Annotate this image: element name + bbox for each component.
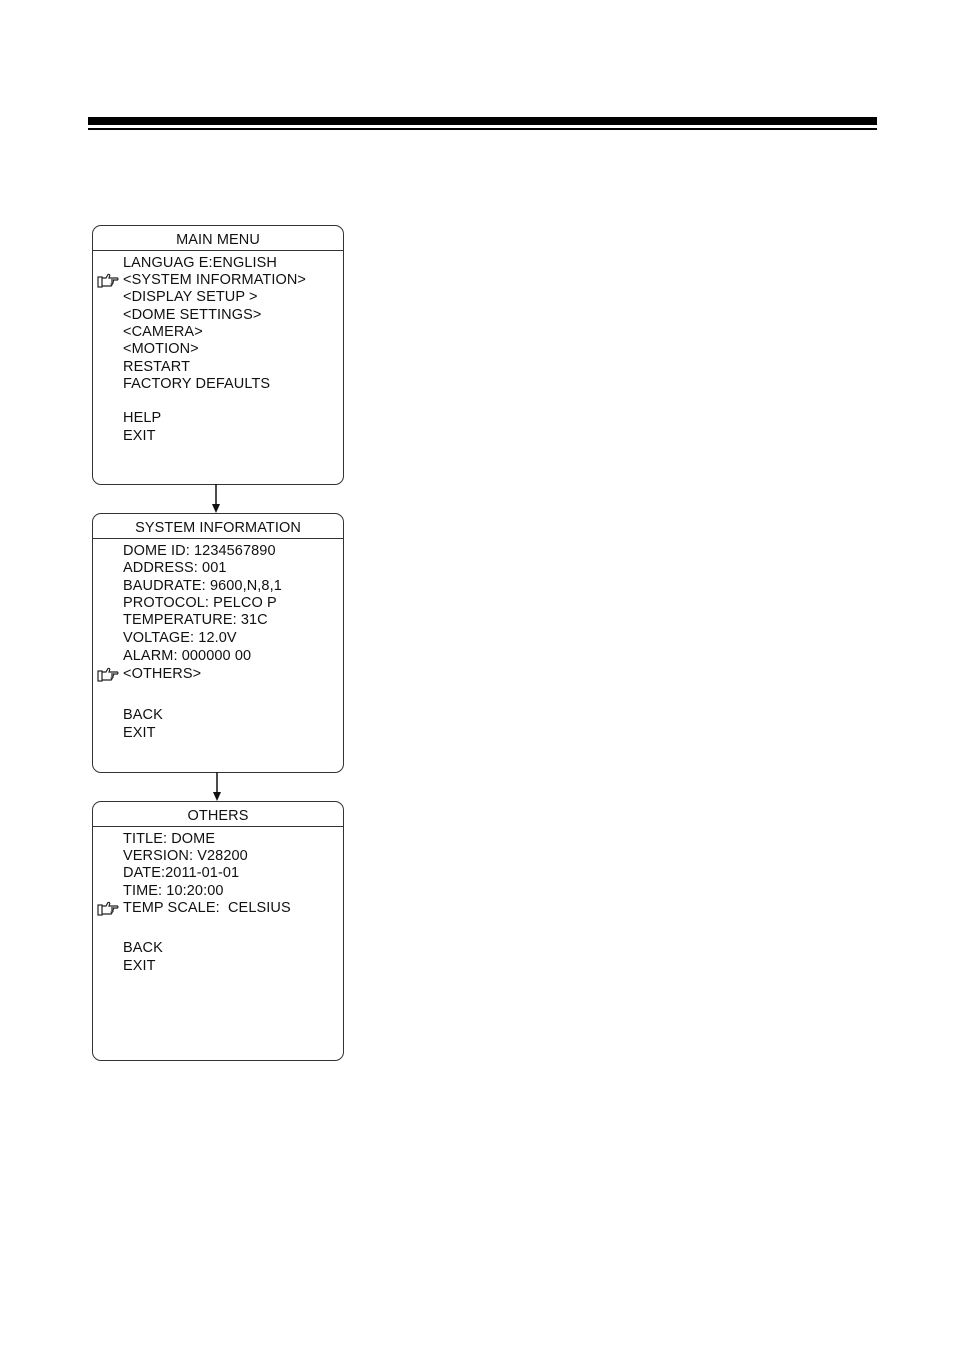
info-item-protocol: PROTOCOL: PELCO P — [123, 595, 277, 611]
menu-item-exit[interactable]: EXIT — [123, 428, 156, 444]
menu-item-display-setup[interactable]: <DISPLAY SETUP > — [123, 289, 258, 305]
menu-item-back[interactable]: BACK — [123, 940, 163, 956]
pointing-hand-icon — [97, 901, 119, 916]
others-panel: OTHERS TITLE: DOME VERSION: V28200 DATE:… — [92, 801, 344, 1061]
main-menu-panel: MAIN MENU LANGUAG E:ENGLISH <SYSTEM INFO… — [92, 225, 344, 485]
info-item-baudrate: BAUDRATE: 9600,N,8,1 — [123, 578, 282, 594]
menu-item-camera[interactable]: <CAMERA> — [123, 324, 203, 340]
pointing-hand-icon — [97, 667, 119, 682]
others-item-time: TIME: 10:20:00 — [123, 883, 224, 899]
menu-item-motion[interactable]: <MOTION> — [123, 341, 199, 357]
menu-item-dome-settings[interactable]: <DOME SETTINGS> — [123, 307, 262, 323]
menu-item-exit[interactable]: EXIT — [123, 958, 156, 974]
arrow-down-icon — [213, 772, 221, 801]
others-item-title: TITLE: DOME — [123, 831, 216, 847]
system-information-panel: SYSTEM INFORMATION DOME ID: 1234567890 A… — [92, 513, 344, 773]
menu-item-help[interactable]: HELP — [123, 410, 162, 426]
menu-item-temp-scale[interactable]: TEMP SCALE: CELSIUS — [97, 900, 291, 917]
arrow-down-icon — [212, 484, 220, 513]
menu-item-restart[interactable]: RESTART — [123, 359, 191, 375]
menu-item-factory-defaults[interactable]: FACTORY DEFAULTS — [123, 376, 271, 392]
menu-item-others[interactable]: <OTHERS> — [97, 666, 201, 683]
others-title: OTHERS — [93, 802, 343, 827]
header-rule-thick — [88, 117, 877, 125]
menu-item-exit[interactable]: EXIT — [123, 725, 156, 741]
menu-item-language[interactable]: LANGUAG E:ENGLISH — [123, 255, 277, 271]
pointing-hand-icon — [97, 273, 119, 288]
menu-item-back[interactable]: BACK — [123, 707, 163, 723]
menu-item-system-information[interactable]: <SYSTEM INFORMATION> — [97, 272, 306, 289]
system-information-title: SYSTEM INFORMATION — [93, 514, 343, 539]
info-item-address: ADDRESS: 001 — [123, 560, 227, 576]
info-item-temperature: TEMPERATURE: 31C — [123, 612, 268, 628]
main-menu-title: MAIN MENU — [93, 226, 343, 251]
others-item-version: VERSION: V28200 — [123, 848, 248, 864]
info-item-dome-id: DOME ID: 1234567890 — [123, 543, 276, 559]
info-item-voltage: VOLTAGE: 12.0V — [123, 630, 237, 646]
header-rule-thin — [88, 128, 877, 130]
others-item-date: DATE:2011-01-01 — [123, 865, 240, 881]
info-item-alarm: ALARM: 000000 00 — [123, 648, 252, 664]
